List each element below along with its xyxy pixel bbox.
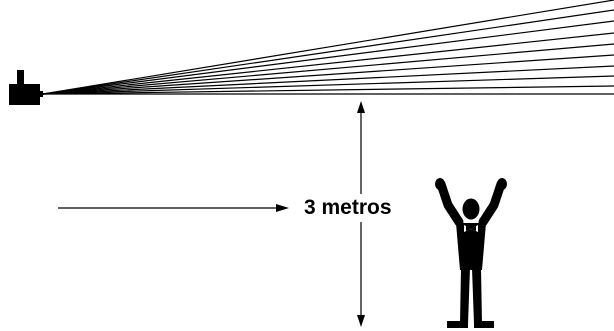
horizontal-arrow	[58, 204, 289, 212]
laser-beam-fan	[42, 0, 614, 95]
person-arms-raised-icon	[435, 178, 507, 328]
laser-beam-line	[42, 9, 614, 95]
laser-beam-line	[42, 32, 614, 95]
distance-label: 3 metros	[300, 194, 424, 222]
laser-beam-line	[42, 54, 614, 95]
laser-beam-line	[42, 0, 614, 95]
laser-beam-line	[42, 20, 614, 95]
laser-beam-line	[42, 75, 614, 95]
laser-beam-line	[42, 65, 614, 95]
laser-beam-line	[42, 85, 614, 95]
laser-beam-line	[42, 43, 614, 95]
projector-icon	[9, 70, 43, 105]
